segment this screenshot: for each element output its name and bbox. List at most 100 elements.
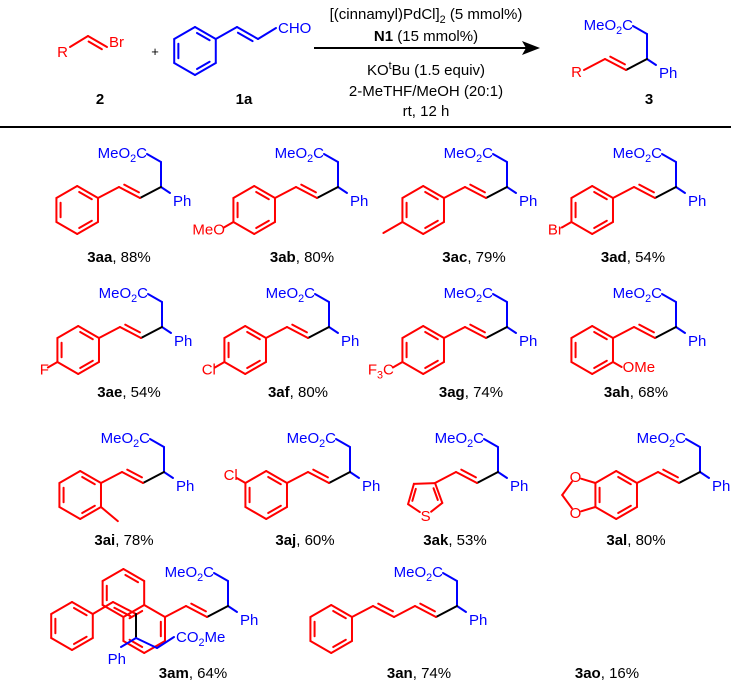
compound-label: 3ac, 79% (442, 249, 505, 266)
bond (265, 326, 288, 339)
compound-label-part: 3am (159, 665, 189, 682)
bond (335, 438, 351, 448)
phenyl-label-part: Ph (174, 333, 192, 350)
phenyl-label: Ph (510, 478, 528, 495)
compound-label-part: , (627, 532, 635, 549)
bond (274, 186, 297, 199)
catalyst-text-part: (5 mmol%) (446, 6, 523, 23)
bond (570, 361, 594, 375)
bond (401, 361, 425, 375)
ester-label-part: MeO (165, 564, 198, 581)
ester-label-part: MeO (266, 285, 299, 302)
bond (593, 219, 608, 230)
phenyl-label-part: Ph (469, 612, 487, 629)
compound-label-part: 80% (636, 532, 666, 549)
compound-label-part: 68% (638, 384, 668, 401)
bond (265, 506, 288, 520)
phenyl-label-part: Ph (362, 478, 380, 495)
bond (312, 468, 329, 479)
bond (146, 153, 162, 163)
ester-label-part: Me (205, 629, 226, 646)
bond (87, 35, 108, 48)
bond (244, 506, 268, 520)
compound-label-part: 54% (131, 384, 161, 401)
bond (120, 637, 137, 648)
bond (617, 504, 632, 515)
bond (72, 635, 88, 646)
bond (81, 504, 96, 515)
bond (407, 503, 421, 514)
bond (214, 26, 238, 40)
ester-label-part: MeO (99, 285, 132, 302)
substituent-label: F (40, 362, 49, 379)
bond (506, 326, 517, 334)
substituent-label: F3C (368, 362, 394, 382)
bond (55, 221, 79, 235)
phenyl-label: Ph (659, 65, 677, 82)
r-group-label-part: R (57, 44, 68, 61)
compound-label-part: 3al (606, 532, 627, 549)
ester-label-part: MeO (98, 145, 131, 162)
bond (223, 325, 247, 339)
bond (267, 475, 282, 486)
bond (604, 58, 627, 71)
solvent-text: 2-MeTHF/MeOH (20:1) (349, 83, 503, 100)
phenyl-label-part: Ph (341, 333, 359, 350)
substituent-label-part: Cl (224, 467, 238, 484)
bond (412, 482, 437, 485)
bond (69, 35, 89, 48)
ester-label-part: MeO (444, 145, 477, 162)
phenyl-label: Ph (362, 478, 380, 495)
ester-label-part: MeO (101, 430, 134, 447)
bond (654, 186, 677, 199)
ester-label-part: 2 (298, 293, 304, 305)
time-text: rt, 12 h (403, 103, 450, 120)
compound-label-part: 60% (305, 532, 335, 549)
bond (483, 438, 499, 448)
bond (570, 185, 594, 199)
bond (685, 438, 701, 448)
compound-label-part: , (630, 384, 638, 401)
bond (638, 323, 655, 334)
bond (662, 468, 679, 479)
bond (87, 40, 103, 51)
bond (213, 572, 229, 582)
bond (424, 219, 439, 230)
bond (195, 31, 211, 42)
compound-label: 3af, 80% (268, 384, 328, 401)
solvent-text-part: 2-MeTHF/MeOH (20:1) (349, 83, 503, 100)
bond (455, 471, 478, 484)
ester-label-part: 2 (645, 153, 651, 165)
bond (71, 637, 94, 651)
ester-label-part: C (304, 285, 315, 302)
aldehyde-label: CHO (278, 20, 311, 37)
compound-label: 3ae, 54% (97, 384, 160, 401)
bond (633, 186, 656, 199)
bond (235, 477, 247, 484)
catalyst-text-part: [(cinnamyl)PdCl] (330, 6, 440, 23)
ester-label: MeO2C (266, 285, 316, 305)
bond (419, 602, 436, 613)
bond (58, 470, 82, 484)
bond (432, 487, 439, 501)
r-group-label: R (571, 64, 582, 81)
ester-label-part: C (482, 145, 493, 162)
bond (135, 637, 158, 649)
sulfur-label-part: S (421, 508, 431, 525)
bond (636, 471, 659, 484)
bond (232, 185, 256, 199)
bond (699, 471, 710, 479)
bond (615, 506, 638, 520)
bond (351, 605, 374, 618)
compound-label-part: 3an (387, 665, 413, 682)
r-group-label-part: R (571, 64, 582, 81)
bond (160, 186, 171, 194)
bond (101, 568, 125, 582)
bond (593, 190, 608, 201)
bond (561, 494, 573, 510)
ester-label: MeO2C (98, 145, 148, 165)
ester-label-part: MeO (613, 145, 646, 162)
